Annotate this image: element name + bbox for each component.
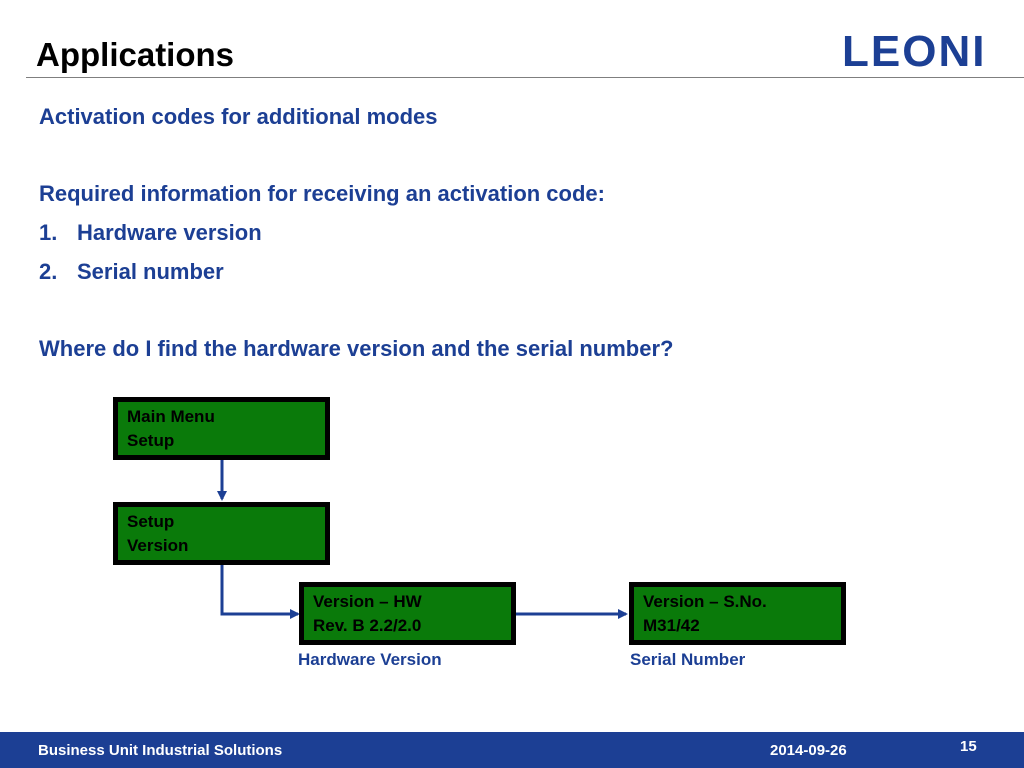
lcd-line: M31/42 bbox=[643, 616, 700, 635]
lcd-screen: Version – S.No. M31/42 bbox=[634, 587, 841, 640]
list-item: 2. Serial number bbox=[39, 259, 224, 285]
list-text: Hardware version bbox=[77, 220, 262, 245]
list-item: 1. Hardware version bbox=[39, 220, 262, 246]
lcd-screen: Setup Version bbox=[118, 507, 325, 560]
lcd-setup-version: Setup Version bbox=[113, 502, 330, 565]
section-heading: Activation codes for additional modes bbox=[39, 104, 438, 129]
lcd-line: Setup bbox=[127, 512, 175, 531]
lcd-line: Version bbox=[127, 536, 189, 555]
footer-bar: Business Unit Industrial Solutions 2014-… bbox=[0, 732, 1024, 768]
header-divider bbox=[26, 77, 1024, 78]
leoni-logo: LEONI bbox=[842, 27, 987, 76]
footer-business-unit: Business Unit Industrial Solutions bbox=[38, 742, 283, 759]
lcd-serial-number: Version – S.No. M31/42 bbox=[629, 582, 846, 645]
lcd-line: Version – S.No. bbox=[643, 592, 767, 611]
lcd-main-menu: Main Menu Setup bbox=[113, 397, 330, 460]
lcd-line: Version – HW bbox=[313, 592, 422, 611]
caption-serial-number: Serial Number bbox=[630, 650, 746, 669]
lcd-hardware-version: Version – HW Rev. B 2.2/2.0 bbox=[299, 582, 516, 645]
list-text: Serial number bbox=[77, 259, 224, 284]
lcd-screen: Main Menu Setup bbox=[118, 402, 325, 455]
page-number: 15 bbox=[960, 738, 977, 755]
required-info-text: Required information for receiving an ac… bbox=[39, 181, 605, 206]
question-text: Where do I find the hardware version and… bbox=[39, 336, 674, 361]
list-number: 1. bbox=[39, 220, 58, 245]
list-number: 2. bbox=[39, 259, 58, 284]
footer-date: 2014-09-26 bbox=[770, 742, 847, 759]
lcd-line: Rev. B 2.2/2.0 bbox=[313, 616, 422, 635]
slide-title: Applications bbox=[36, 36, 235, 73]
arrow-setup-to-hw bbox=[220, 565, 300, 619]
caption-hardware-version: Hardware Version bbox=[298, 650, 442, 669]
lcd-screen: Version – HW Rev. B 2.2/2.0 bbox=[304, 587, 511, 640]
lcd-line: Setup bbox=[127, 431, 175, 450]
lcd-line: Main Menu bbox=[127, 407, 215, 426]
